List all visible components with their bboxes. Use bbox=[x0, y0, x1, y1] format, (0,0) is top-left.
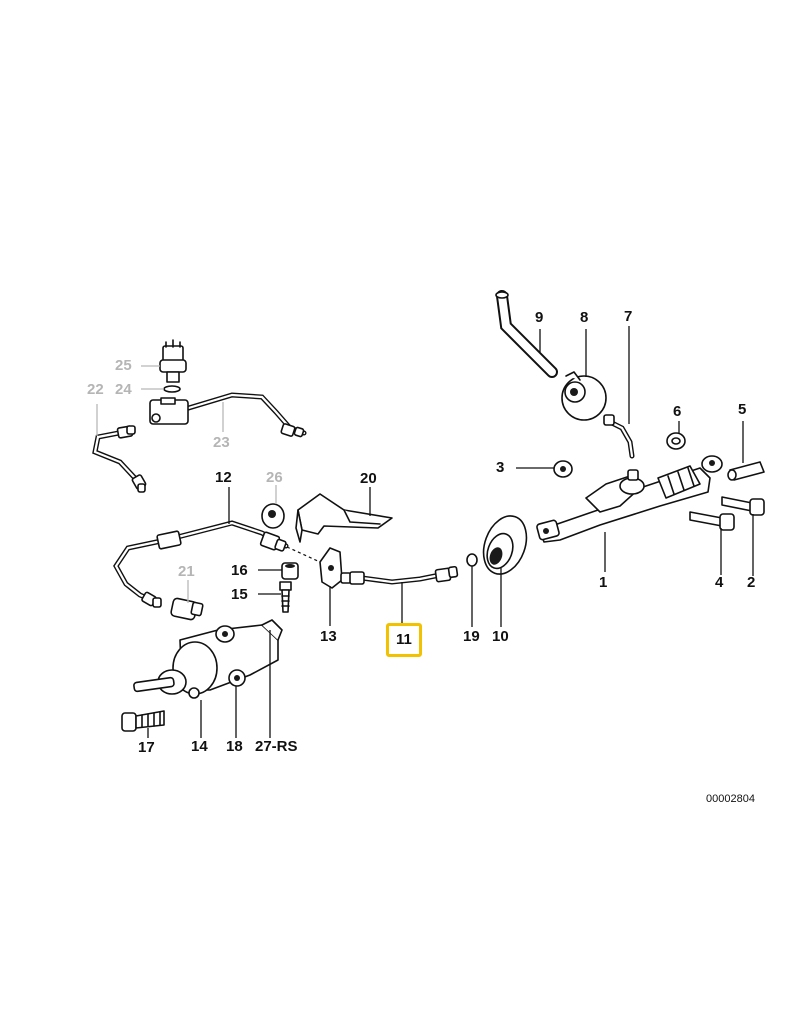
callout-27-rs[interactable]: 27-RS bbox=[255, 738, 298, 755]
callout-11-highlighted[interactable]: 11 bbox=[386, 623, 422, 657]
pressure-switch-part-25[interactable] bbox=[159, 339, 187, 383]
bolt-part-4[interactable] bbox=[689, 511, 735, 531]
fitting-part-21[interactable] bbox=[170, 597, 204, 621]
callout-21[interactable]: 21 bbox=[178, 563, 195, 580]
callout-25[interactable]: 25 bbox=[115, 357, 132, 374]
callout-23[interactable]: 23 bbox=[213, 434, 230, 451]
callout-3[interactable]: 3 bbox=[496, 459, 505, 476]
callout-6[interactable]: 6 bbox=[673, 403, 682, 420]
clip-part-13[interactable] bbox=[319, 547, 343, 589]
callout-20[interactable]: 20 bbox=[360, 470, 377, 487]
master-cylinder-part-1[interactable] bbox=[536, 455, 723, 543]
bleeder-valve-part-15[interactable] bbox=[279, 581, 292, 613]
nut-part-3[interactable] bbox=[553, 460, 573, 478]
callout-16[interactable]: 16 bbox=[231, 562, 248, 579]
hose-part-12[interactable] bbox=[113, 520, 289, 608]
callout-10[interactable]: 10 bbox=[492, 628, 509, 645]
callout-13[interactable]: 13 bbox=[320, 628, 337, 645]
nut-part-18[interactable] bbox=[228, 669, 246, 687]
hose-part-9[interactable] bbox=[495, 290, 558, 378]
callout-22[interactable]: 22 bbox=[87, 381, 104, 398]
callout-17[interactable]: 17 bbox=[138, 739, 155, 756]
pin-part-5[interactable] bbox=[727, 461, 765, 481]
elbow-tube-part-7[interactable] bbox=[603, 414, 635, 459]
callout-18[interactable]: 18 bbox=[226, 738, 243, 755]
callout-15[interactable]: 15 bbox=[231, 586, 248, 603]
callout-24[interactable]: 24 bbox=[115, 381, 132, 398]
bleeder-cap-part-16[interactable] bbox=[281, 562, 299, 580]
diagram-reference-number: 00002804 bbox=[706, 793, 755, 805]
slave-cylinder-part-14[interactable] bbox=[133, 619, 283, 699]
screw-part-17[interactable] bbox=[121, 710, 165, 732]
callout-12[interactable]: 12 bbox=[215, 469, 232, 486]
reservoir-mount-part-8[interactable] bbox=[561, 371, 607, 421]
grommet-part-26[interactable] bbox=[261, 503, 285, 529]
callout-9[interactable]: 9 bbox=[535, 309, 544, 326]
seal-ring-part-19[interactable] bbox=[466, 553, 478, 567]
callout-19[interactable]: 19 bbox=[463, 628, 480, 645]
rubber-boot-part-10[interactable] bbox=[476, 510, 534, 580]
bolt-part-2[interactable] bbox=[721, 496, 765, 516]
pipe-part-22[interactable] bbox=[92, 425, 147, 493]
ring-part-6[interactable] bbox=[666, 432, 686, 450]
leader-lines bbox=[96, 326, 754, 738]
valve-block-part-23[interactable] bbox=[149, 392, 307, 438]
hose-part-11[interactable] bbox=[340, 565, 459, 585]
callout-5[interactable]: 5 bbox=[738, 401, 747, 418]
callout-2[interactable]: 2 bbox=[747, 574, 756, 591]
seal-ring-part-24[interactable] bbox=[163, 385, 181, 393]
callout-8[interactable]: 8 bbox=[580, 309, 589, 326]
bracket-part-20[interactable] bbox=[295, 493, 393, 543]
callout-4[interactable]: 4 bbox=[715, 574, 724, 591]
callout-1[interactable]: 1 bbox=[599, 574, 608, 591]
callout-14[interactable]: 14 bbox=[191, 738, 208, 755]
callout-26[interactable]: 26 bbox=[266, 469, 283, 486]
callout-7[interactable]: 7 bbox=[624, 308, 633, 325]
